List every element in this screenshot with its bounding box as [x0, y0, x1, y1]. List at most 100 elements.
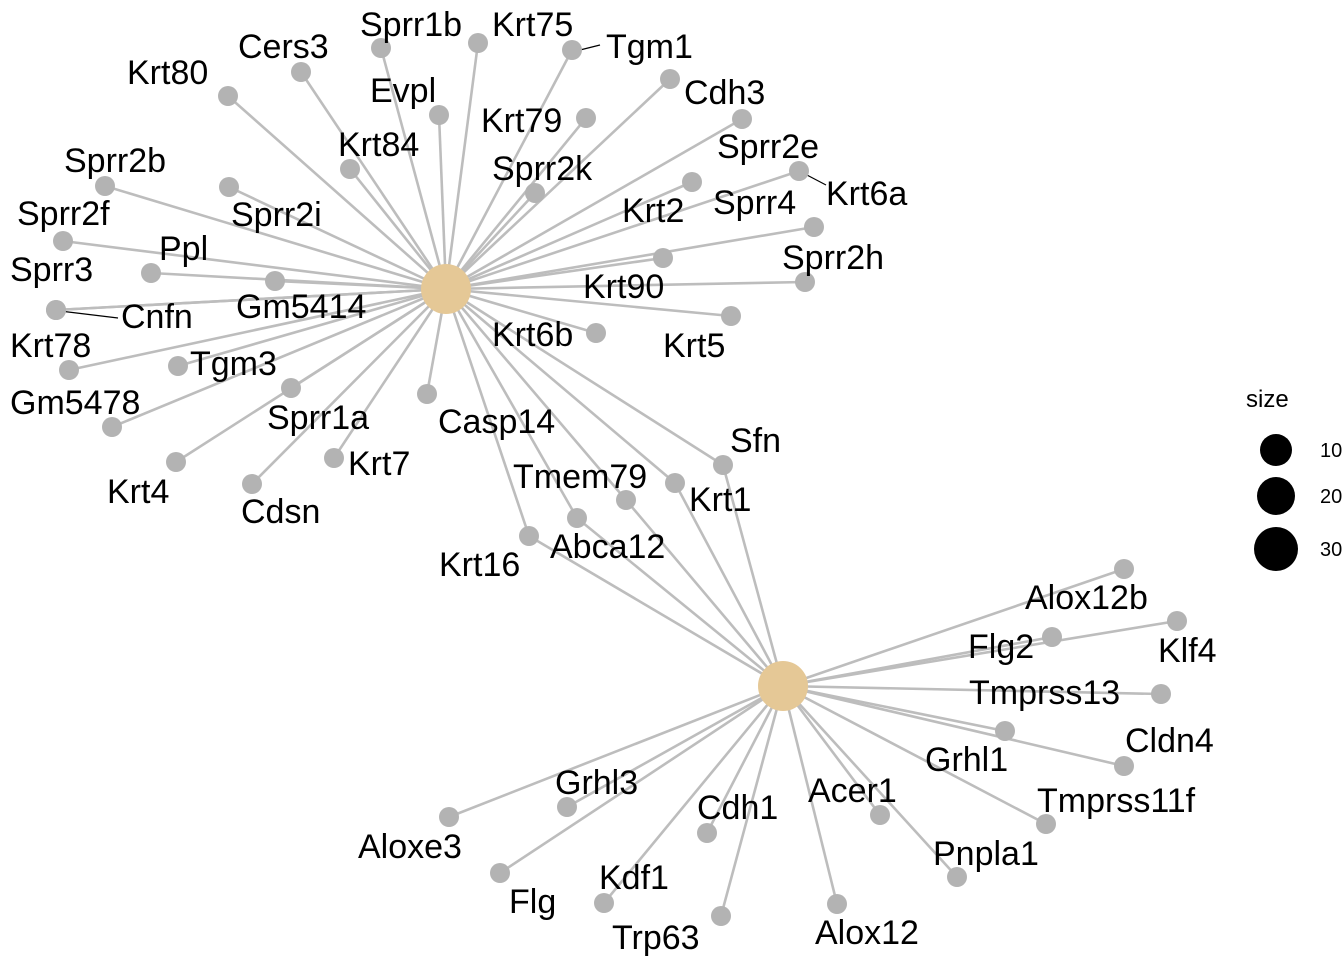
node-sprr2b	[95, 176, 115, 196]
label-sprr2f: Sprr2f	[17, 195, 110, 233]
edge-hub-bottom-trp63	[719, 685, 785, 917]
node-gm5414	[265, 271, 285, 291]
node-tgm3	[168, 356, 188, 376]
label-gm5478: Gm5478	[10, 384, 140, 422]
edge-hub-bottom-aloxe3	[448, 684, 784, 819]
label-krt84: Krt84	[338, 126, 419, 164]
node-sprr2f	[53, 231, 73, 251]
edge-hub-top-cdsn	[251, 288, 447, 485]
node-alox12	[827, 894, 847, 914]
node-ppl	[141, 263, 161, 283]
label-gm5414: Gm5414	[236, 288, 366, 326]
node-grhl3	[557, 797, 577, 817]
edge-hub-top-sprr1b	[379, 47, 448, 290]
legend-label-30: 30	[1320, 539, 1342, 561]
edge-hub-top-krt1	[445, 288, 676, 484]
label-krt4: Krt4	[107, 473, 169, 511]
edge-hub-bottom-alox12	[781, 685, 839, 905]
edge-hub-bottom-tmem79	[625, 499, 784, 687]
node-tmprss11f	[1036, 814, 1056, 834]
label-krt80: Krt80	[127, 54, 208, 92]
edge-hub-bottom-tmprss13	[782, 684, 1162, 696]
label-krt78: Krt78	[10, 327, 91, 365]
node-casp14	[417, 384, 437, 404]
label-acer1: Acer1	[808, 772, 897, 810]
label-abca12: Abca12	[550, 528, 665, 566]
edge-layer	[55, 42, 1178, 917]
node-grhl1	[995, 721, 1015, 741]
edge-hub-top-sfn	[445, 287, 724, 467]
label-cldn4: Cldn4	[1125, 722, 1214, 760]
edge-hub-top-sprr2i	[228, 185, 447, 291]
edge-hub-top-krt5	[445, 287, 732, 318]
node-tmem79	[616, 490, 636, 510]
edge-hub-top-krt16	[444, 288, 531, 537]
edge-hub-top-krt79	[444, 117, 588, 290]
edge-hub-bottom-tmprss11f	[782, 684, 1047, 826]
edge-hub-top-sprr2b	[104, 184, 447, 291]
node-acer1	[870, 805, 890, 825]
label-evpl: Evpl	[370, 72, 436, 110]
label-cers3: Cers3	[238, 28, 329, 66]
edge-hub-top-tgm1	[444, 49, 574, 290]
label-tmprss13: Tmprss13	[969, 674, 1120, 712]
label-sprr2e: Sprr2e	[717, 128, 819, 166]
edge-hub-top-krt6b	[445, 287, 597, 335]
node-cdh1	[697, 823, 717, 843]
label-krt79: Krt79	[481, 102, 562, 140]
node-evpl	[429, 105, 449, 125]
node-sprr2k	[525, 183, 545, 203]
node-sprr2h	[795, 272, 815, 292]
edge-hub-bottom-flg	[499, 684, 784, 875]
edge-hub-bottom-sfn	[721, 464, 785, 687]
label-alox12b: Alox12b	[1025, 579, 1148, 617]
leader-cnfn	[59, 310, 119, 319]
leader-line-layer	[59, 44, 827, 319]
label-sprr2b: Sprr2b	[64, 142, 166, 180]
node-sprr1a	[281, 378, 301, 398]
label-cdh1: Cdh1	[697, 789, 778, 827]
node-tmprss13	[1151, 684, 1171, 704]
node-flg	[490, 863, 510, 883]
node-krt4	[166, 452, 186, 472]
node-krt16	[519, 526, 539, 546]
leader-tgm1	[579, 44, 601, 51]
edge-hub-top-krt75	[444, 42, 480, 290]
label-pnpla1: Pnpla1	[933, 835, 1039, 873]
label-sprr2k: Sprr2k	[492, 150, 593, 188]
edge-hub-bottom-kdf1	[602, 685, 785, 904]
label-tgm1: Tgm1	[606, 28, 693, 66]
edge-hub-bottom-grhl1	[782, 684, 1006, 733]
label-krt90: Krt90	[583, 268, 664, 306]
label-cdsn: Cdsn	[241, 493, 320, 531]
label-cdh3: Cdh3	[684, 74, 765, 112]
edge-hub-top-cdh3	[445, 78, 671, 290]
label-sprr1b: Sprr1b	[360, 6, 462, 44]
label-krt7: Krt7	[348, 445, 410, 483]
node-gm5478	[102, 417, 122, 437]
edge-hub-top-gm5478	[111, 287, 447, 429]
label-alox12: Alox12	[815, 914, 919, 952]
node-layer	[46, 33, 1187, 926]
node-krt84	[340, 159, 360, 179]
node-sprr2e	[732, 109, 752, 129]
edge-hub-top-krt90	[445, 256, 664, 291]
label-krt6b: Krt6b	[492, 316, 573, 354]
node-flg2	[1042, 627, 1062, 647]
node-sprr4	[804, 217, 824, 237]
label-sprr2h: Sprr2h	[782, 239, 884, 277]
node-sprr1b	[371, 38, 391, 58]
edge-hub-top-gm5414	[274, 279, 447, 291]
label-aloxe3: Aloxe3	[358, 828, 462, 866]
node-trp63	[711, 906, 731, 926]
edge-hub-bottom-abca12	[576, 516, 784, 688]
node-sfn	[713, 455, 733, 475]
label-krt6a: Krt6a	[826, 175, 907, 213]
node-cdsn	[242, 474, 262, 494]
label-cnfn: Cnfn	[121, 298, 193, 336]
edge-hub-top-sprr4	[445, 225, 815, 291]
label-sprr2i: Sprr2i	[231, 196, 322, 234]
node-cdh3	[660, 69, 680, 89]
label-kdf1: Kdf1	[599, 859, 669, 897]
